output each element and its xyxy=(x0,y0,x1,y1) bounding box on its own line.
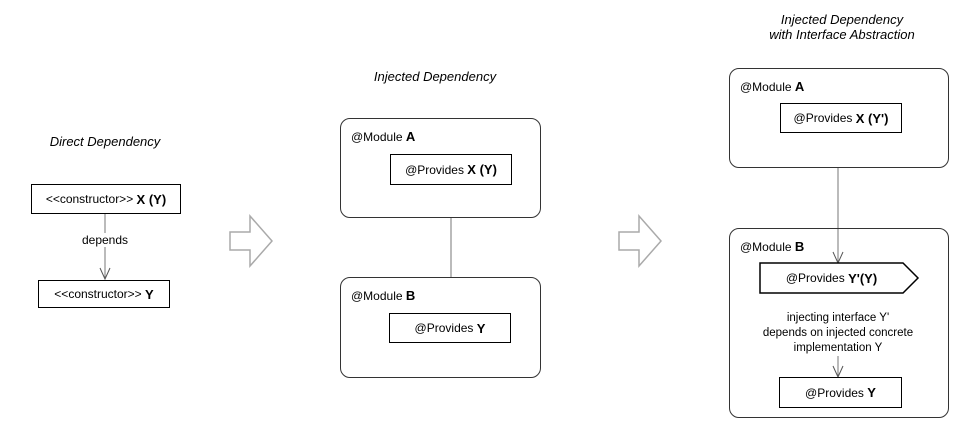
injected-title: Injected Dependency xyxy=(373,69,497,84)
injected-module-b-label: @Module B xyxy=(351,288,415,303)
injected-module-a-prefix: @Module xyxy=(351,130,403,144)
injected-module-a-label: @Module A xyxy=(351,129,415,144)
interface-provides-x-box: @Provides X (Y') xyxy=(780,103,902,133)
interface-note-line3: implementation Y xyxy=(793,342,883,354)
interface-provides-x-prefix: @Provides xyxy=(793,111,853,125)
interface-module-a-name: A xyxy=(794,79,805,94)
interface-provides-yprime-name: Y'(Y) xyxy=(848,270,878,286)
interface-provides-x-name: X (Y') xyxy=(855,110,889,126)
injected-module-b-prefix: @Module xyxy=(351,289,403,303)
injected-module-b-name: B xyxy=(405,288,416,303)
interface-title: Injected Dependency with Interface Abstr… xyxy=(752,12,932,42)
interface-provides-y-name: Y xyxy=(867,385,876,400)
interface-module-a-label: @Module A xyxy=(740,79,804,94)
interface-title-line1: Injected Dependency xyxy=(780,12,904,27)
interface-note-line2: depends on injected concrete xyxy=(762,327,914,339)
injected-provides-x-prefix: @Provides xyxy=(405,162,464,177)
interface-module-b-label: @Module B xyxy=(740,239,804,254)
direct-y-prefix: <<constructor>> xyxy=(54,287,142,301)
injected-provides-x-name: X (Y) xyxy=(467,162,497,177)
interface-module-b-name: B xyxy=(794,239,805,254)
interface-provides-yprime-prefix: @Provides xyxy=(785,271,845,285)
direct-y-constructor-box: <<constructor>> Y xyxy=(38,280,170,308)
interface-provides-y-prefix: @Provides xyxy=(805,385,864,400)
transition-arrow-2 xyxy=(618,214,662,268)
transition-arrow-1 xyxy=(229,214,273,268)
interface-provides-y-box: @Provides Y xyxy=(779,377,902,408)
injected-provides-y-name: Y xyxy=(476,320,486,336)
interface-provides-yprime-label: @Provides Y'(Y) xyxy=(760,263,903,293)
direct-edge-arrowhead xyxy=(99,267,111,281)
injected-module-a-name: A xyxy=(405,129,416,144)
direct-y-name: Y xyxy=(145,286,154,302)
direct-edge-label: depends xyxy=(70,233,140,247)
interface-module-a-prefix: @Module xyxy=(740,80,792,94)
interface-title-line2: with Interface Abstraction xyxy=(769,27,915,42)
direct-x-name: X (Y) xyxy=(136,191,167,207)
interface-module-b: @Module B xyxy=(729,228,949,418)
direct-x-prefix: <<constructor>> xyxy=(45,192,134,206)
injected-provides-y-box: @Provides Y xyxy=(389,313,511,343)
interface-dependency-note: injecting interface Y' depends on inject… xyxy=(748,311,928,356)
direct-title: Direct Dependency xyxy=(49,134,161,149)
interface-note-line1: injecting interface Y' xyxy=(786,312,890,324)
interface-provides-shape xyxy=(759,262,920,294)
direct-x-constructor-box: <<constructor>> X (Y) xyxy=(31,184,181,214)
interface-module-b-prefix: @Module xyxy=(740,240,792,254)
injected-provides-y-prefix: @Provides xyxy=(414,321,474,335)
injected-provides-x-box: @Provides X (Y) xyxy=(390,154,512,185)
